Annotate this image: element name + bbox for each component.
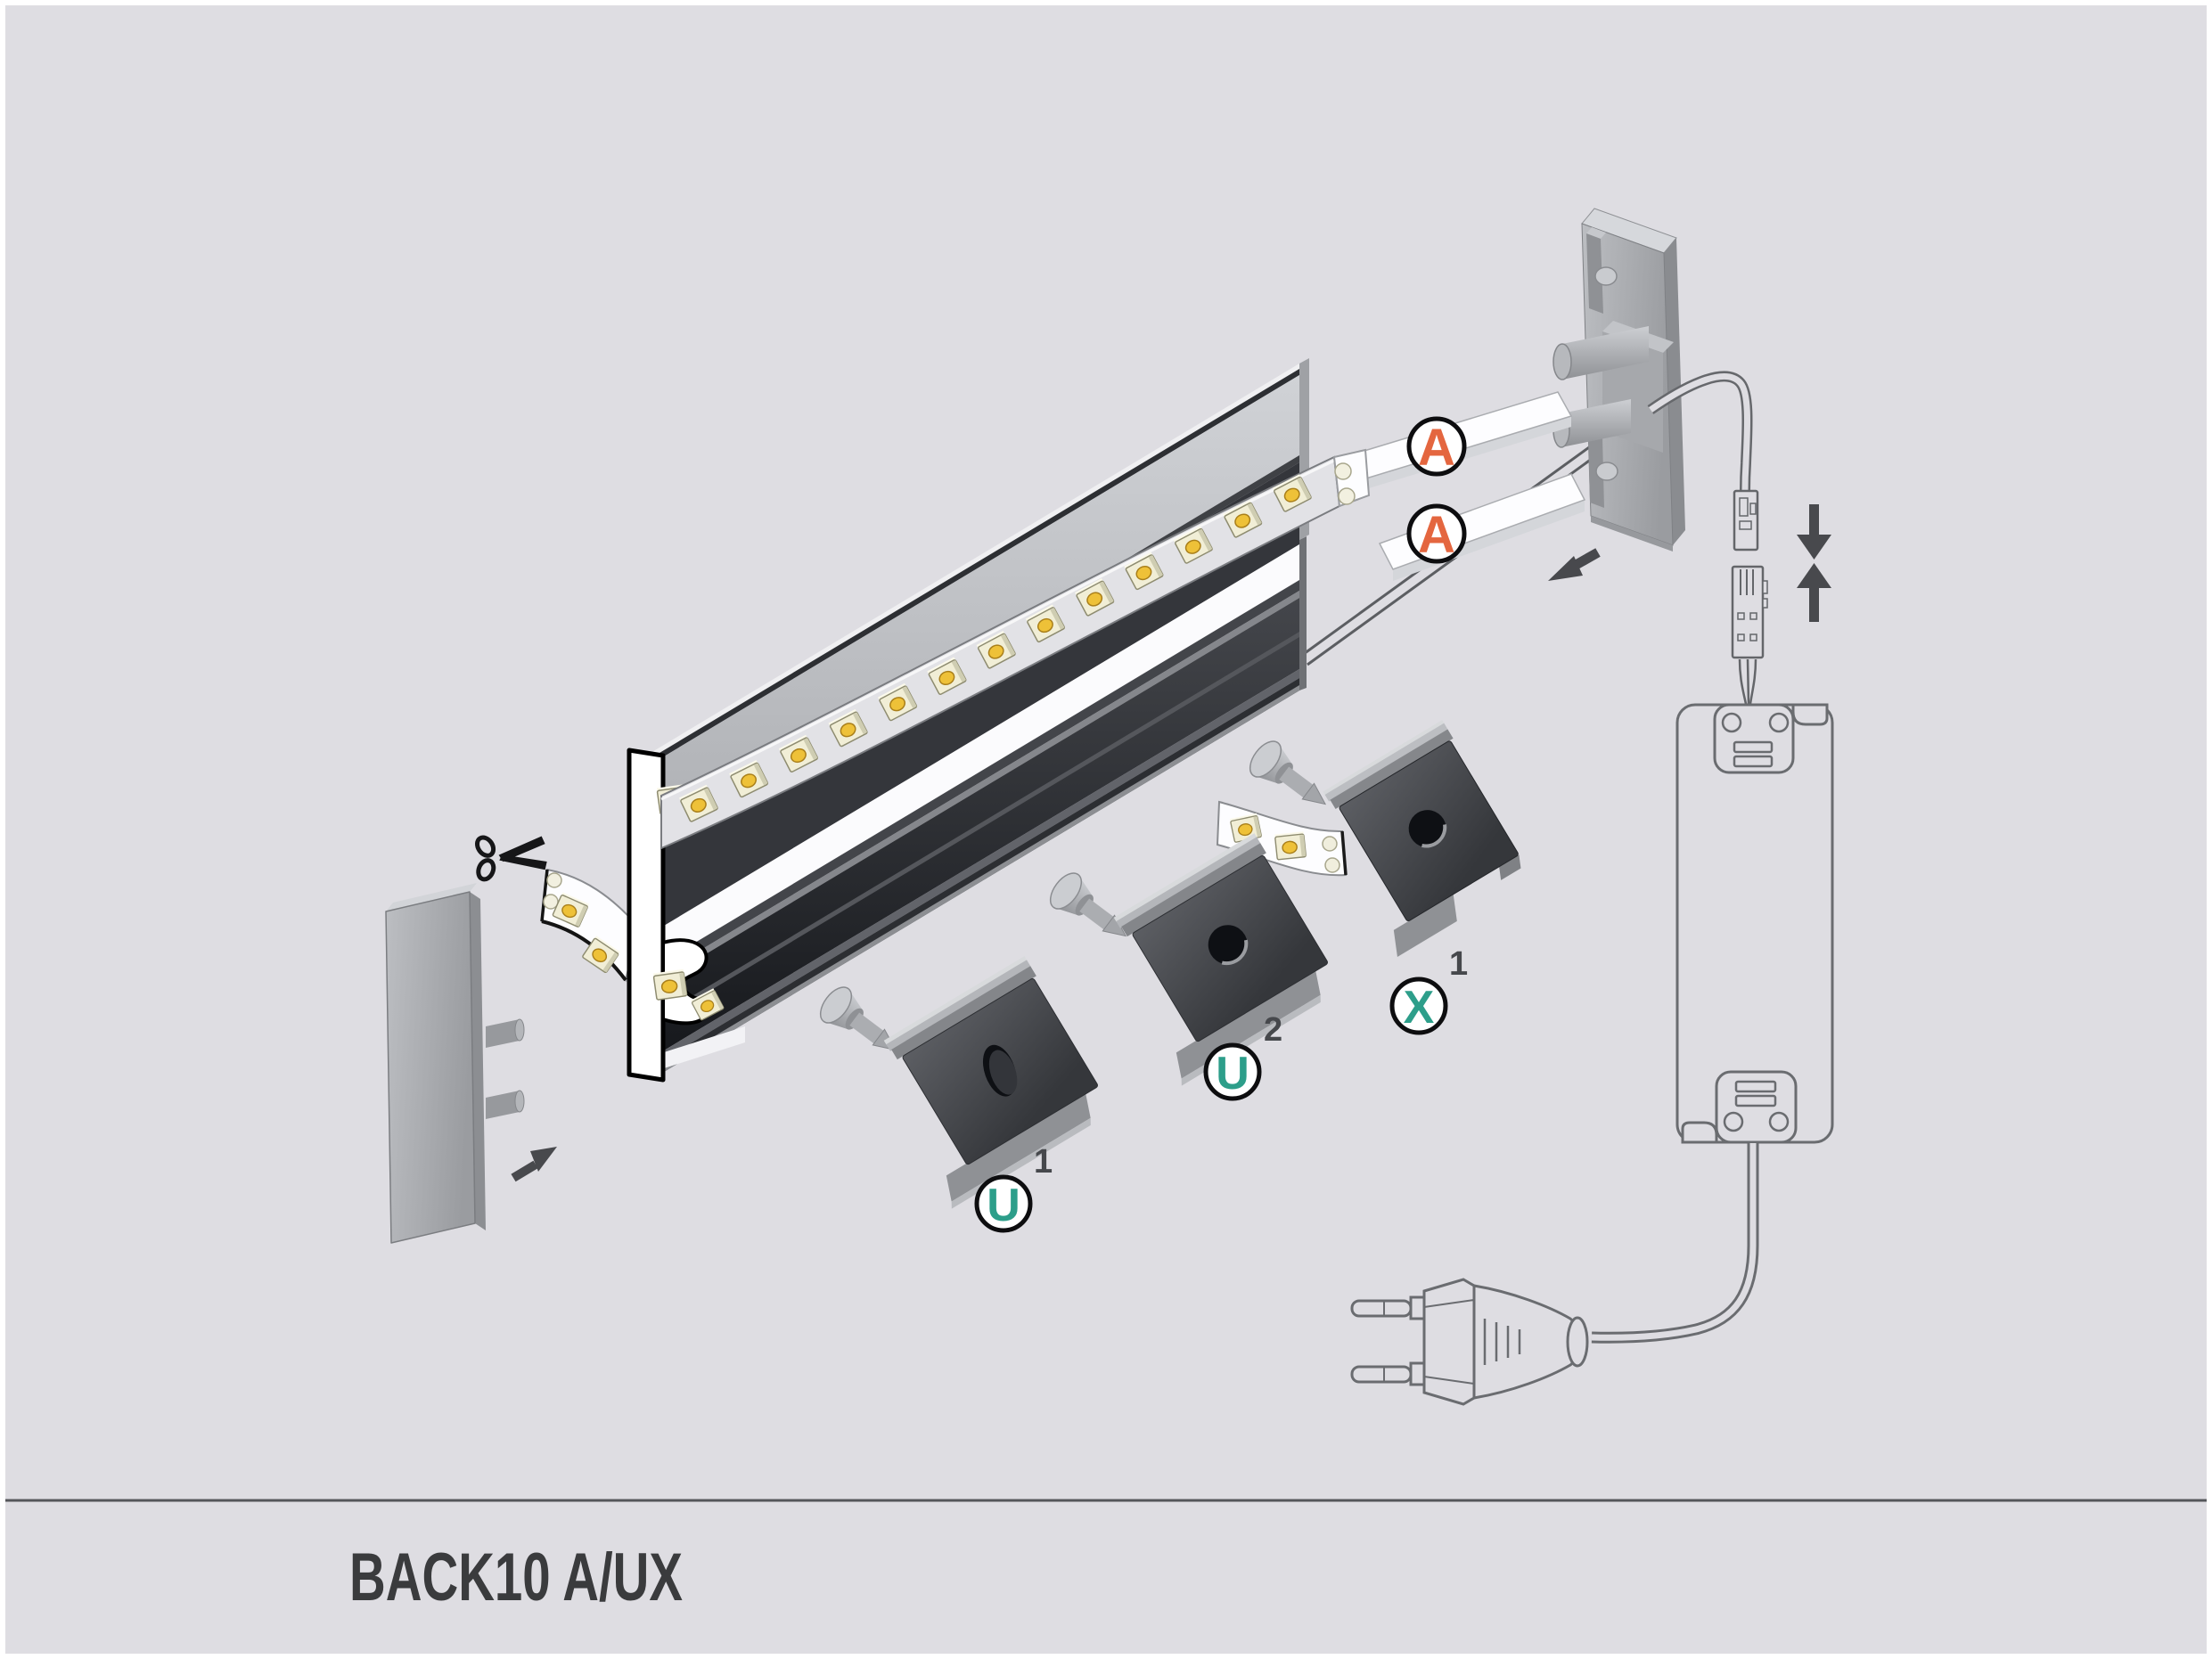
clip-u1 <box>883 956 1098 1209</box>
connector-wires <box>1738 658 1757 705</box>
driver-flange-bottom <box>1681 1121 1718 1144</box>
badge-x1-sup: 1 <box>1449 945 1468 983</box>
badge-u1: U 1 <box>974 1143 1053 1233</box>
bracket-stud-upper <box>1594 266 1618 286</box>
plug-body <box>1422 1278 1476 1406</box>
insert-arrow-right-icon <box>511 1147 557 1182</box>
led-strip-arc <box>660 448 1371 850</box>
screw-3 <box>1249 740 1327 805</box>
profile-cut-face <box>627 748 710 1083</box>
endcap-clip-x1 <box>1323 720 1521 958</box>
press-together-arrows-icon <box>1797 504 1831 622</box>
power-supply <box>1675 703 1834 1144</box>
screw-2 <box>1049 872 1127 937</box>
wall-bracket <box>1552 208 1685 552</box>
badge-u2-sup: 2 <box>1264 1011 1282 1049</box>
badge-a2-letter: A <box>1418 506 1455 564</box>
end-cap-peg-lower <box>486 1090 525 1119</box>
badge-a1: A <box>1406 416 1467 477</box>
connector-male <box>1733 489 1759 552</box>
page-title: BACK10 A/UX <box>349 1540 683 1615</box>
aluminium-profile <box>627 358 1309 1083</box>
driver-flange-top <box>1791 703 1829 726</box>
bracket-peg-upper <box>1552 326 1649 380</box>
driver-cable-upper <box>1647 371 1753 492</box>
insert-arrow-left-icon <box>1548 548 1601 581</box>
end-cap-peg-upper <box>486 1018 525 1048</box>
badge-u2-letter: U <box>1216 1048 1249 1099</box>
badge-u1-sup: 1 <box>1034 1143 1053 1181</box>
power-plug <box>1350 1278 1589 1406</box>
badge-a1-letter: A <box>1418 419 1455 477</box>
scissors-icon <box>474 835 547 882</box>
badge-x1: X 1 <box>1389 945 1468 1035</box>
screw-1 <box>819 986 897 1051</box>
mains-cable <box>1591 1143 1759 1344</box>
bracket-stud-lower <box>1595 462 1618 481</box>
end-cap <box>385 883 525 1244</box>
badge-u2: U 2 <box>1203 1011 1282 1101</box>
badge-u1-letter: U <box>987 1180 1020 1231</box>
badge-a2: A <box>1406 503 1467 564</box>
connector-female <box>1731 565 1768 659</box>
plug-neck <box>1566 1316 1589 1368</box>
badge-x1-letter: X <box>1404 982 1435 1034</box>
